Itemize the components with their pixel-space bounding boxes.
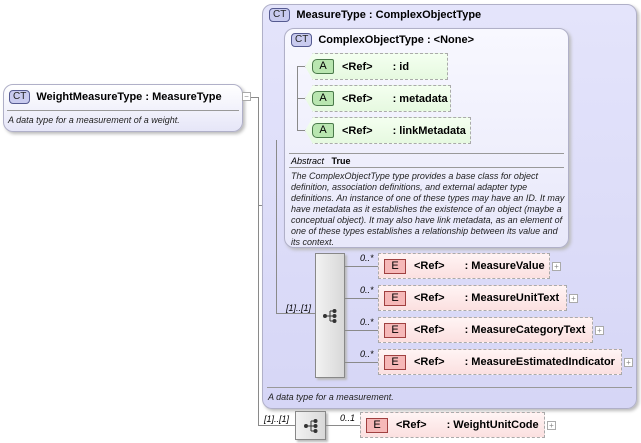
element-measure-category-text[interactable]: E <Ref> : MeasureCategoryText [378, 317, 593, 343]
ref-label: <Ref> [414, 292, 445, 304]
sequence-icon [303, 418, 317, 433]
element-name: : MeasureEstimatedIndicator [464, 356, 615, 368]
type-description: A data type for a measurement. [268, 392, 394, 402]
element-multiplicity: 0..1 [340, 413, 356, 423]
type-name: WeightMeasureType [36, 90, 143, 103]
ref-label: <Ref> [414, 356, 445, 368]
ref-label: <Ref> [342, 60, 373, 73]
element-multiplicity: 0..* [360, 349, 374, 359]
ref-label: <Ref> [342, 124, 373, 137]
type-base: <None> [433, 33, 475, 46]
element-icon: E [384, 290, 406, 306]
expand-toggle[interactable]: + [552, 262, 561, 271]
attribute-name: : metadata [392, 92, 448, 105]
type-description: The ComplexObjectType type provides a ba… [291, 171, 565, 247]
element-name: : WeightUnitCode [446, 419, 539, 431]
attribute-icon: A [312, 59, 334, 74]
element-multiplicity: 0..* [360, 253, 374, 263]
ref-label: <Ref> [396, 419, 427, 431]
expand-toggle[interactable]: + [624, 358, 633, 367]
sequence-compositor[interactable] [295, 411, 326, 440]
complex-type-icon: CT [269, 8, 291, 22]
attribute-name: : id [392, 60, 410, 73]
sequence-icon [323, 308, 337, 323]
attribute-icon: A [312, 123, 334, 138]
element-name: : MeasureValue [464, 260, 545, 272]
sequence-multiplicity: [1]..[1] [264, 414, 290, 424]
element-measure-unit-text[interactable]: E <Ref> : MeasureUnitText [378, 285, 567, 311]
element-icon: E [366, 417, 388, 433]
attribute-metadata[interactable]: A <Ref> : metadata [305, 85, 451, 112]
ref-label: <Ref> [414, 260, 445, 272]
element-multiplicity: 0..* [360, 285, 374, 295]
element-icon: E [384, 322, 406, 338]
abstract-value: True [331, 156, 351, 166]
element-multiplicity: 0..* [360, 317, 374, 327]
ref-label: <Ref> [342, 92, 373, 105]
attribute-link-metadata[interactable]: A <Ref> : linkMetadata [305, 117, 471, 144]
complex-type-icon: CT [9, 90, 31, 104]
expand-toggle[interactable]: + [547, 421, 556, 430]
type-description: A data type for a measurement of a weigh… [8, 115, 180, 125]
element-name: : MeasureUnitText [464, 292, 560, 304]
element-icon: E [384, 354, 406, 370]
expand-toggle[interactable]: + [569, 294, 578, 303]
ref-label: <Ref> [414, 324, 445, 336]
attribute-icon: A [312, 91, 334, 106]
complex-type-icon: CT [291, 33, 313, 47]
element-measure-value[interactable]: E <Ref> : MeasureValue [378, 253, 550, 279]
element-weight-unit-code[interactable]: E <Ref> : WeightUnitCode [360, 412, 545, 438]
collapse-toggle[interactable]: − [242, 92, 251, 101]
attribute-id[interactable]: A <Ref> : id [305, 53, 448, 80]
element-measure-estimated-indicator[interactable]: E <Ref> : MeasureEstimatedIndicator [378, 349, 622, 375]
attribute-name: : linkMetadata [392, 124, 466, 137]
type-base: ComplexObjectType [375, 8, 482, 21]
sequence-multiplicity: [1]..[1] [286, 303, 312, 313]
sequence-compositor[interactable] [315, 253, 345, 378]
type-name: ComplexObjectType [318, 33, 424, 46]
element-name: : MeasureCategoryText [464, 324, 586, 336]
type-base: MeasureType [152, 90, 222, 103]
type-name: MeasureType [296, 8, 366, 21]
element-icon: E [384, 258, 406, 274]
expand-toggle[interactable]: + [595, 326, 604, 335]
abstract-label: Abstract [291, 156, 325, 166]
